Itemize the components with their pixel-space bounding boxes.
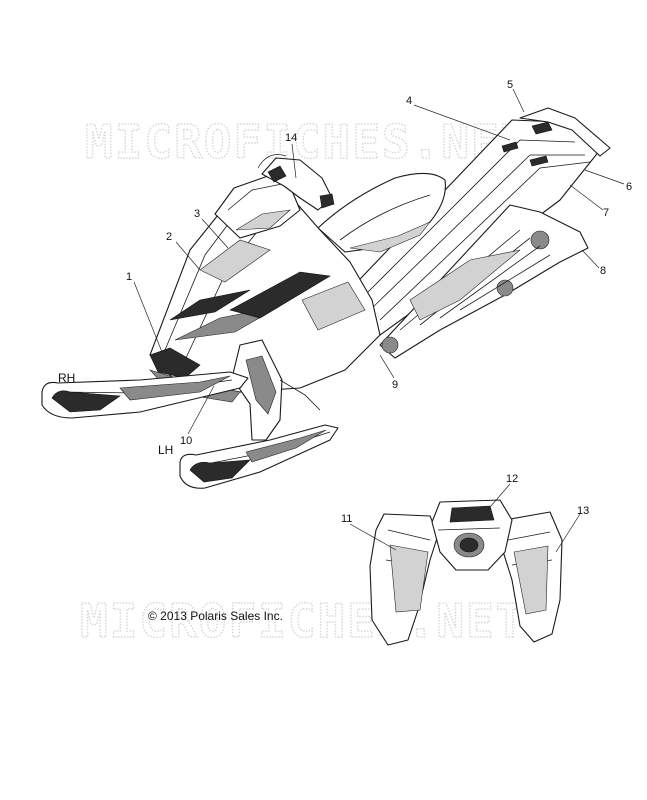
callout-8: 8 [600,265,606,277]
callout-4: 4 [406,95,412,107]
callout-14: 14 [285,132,297,144]
watermark-top: MICROFICHES.NET [85,115,530,169]
callout-13: 13 [577,505,589,517]
label-rh: RH [58,371,75,385]
callout-6: 6 [626,181,632,193]
callout-10: 10 [180,435,192,447]
callout-11: 11 [341,513,352,525]
callout-1: 1 [126,271,132,283]
callout-7: 7 [603,207,609,219]
callout-2: 2 [166,231,172,243]
hood-side-panels-illustration [369,499,563,646]
callout-3: 3 [194,208,200,220]
callout-9: 9 [392,379,398,391]
callout-12: 12 [506,473,518,485]
snowmobile-illustration [41,107,611,489]
copyright-text: © 2013 Polaris Sales Inc. [148,609,283,623]
watermark-bottom: MICROFICHES.NET [80,594,525,648]
label-lh: LH [158,443,173,457]
callout-5: 5 [507,79,513,91]
leader-lines [133,88,625,553]
